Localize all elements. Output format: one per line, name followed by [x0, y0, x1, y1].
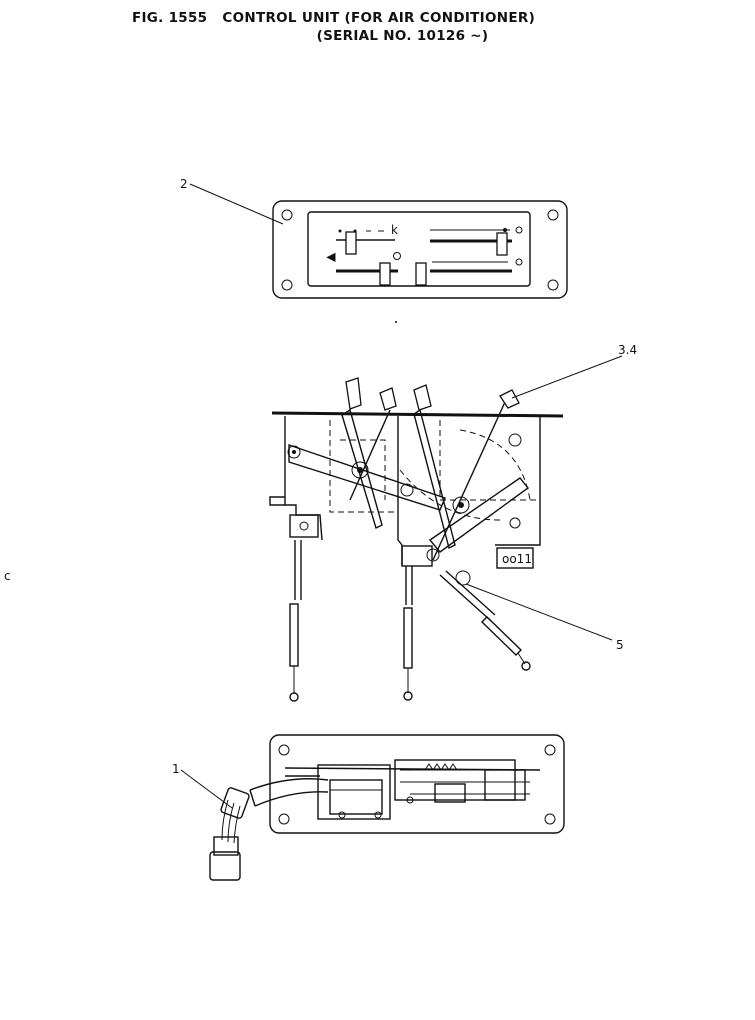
callout-label-1: 1	[172, 762, 180, 776]
control-panel-front-view: k ▲	[272, 200, 568, 299]
callout-label-3-4: 3.4	[618, 343, 637, 357]
figure-serial-range: (SERIAL NO. 10126 ~)	[316, 28, 489, 44]
callout-1: 1	[172, 762, 233, 809]
svg-text:c: c	[4, 569, 11, 583]
callout-2: 2	[180, 177, 284, 225]
svg-text:oo11: oo11	[502, 552, 532, 566]
svg-text:▲: ▲	[323, 252, 337, 262]
callout-label-5: 5	[616, 638, 624, 652]
control-unit-rear-view	[209, 734, 565, 881]
callout-5: 5	[465, 583, 624, 652]
figure-title: FIG. 1555 CONTROL UNIT (FOR AIR CONDITIO…	[131, 10, 536, 26]
control-unit-mechanism-view: oo11	[269, 377, 564, 702]
svg-text:k: k	[391, 223, 398, 237]
callout-label-2: 2	[180, 177, 188, 191]
callout-3-4: 3.4	[511, 343, 637, 399]
